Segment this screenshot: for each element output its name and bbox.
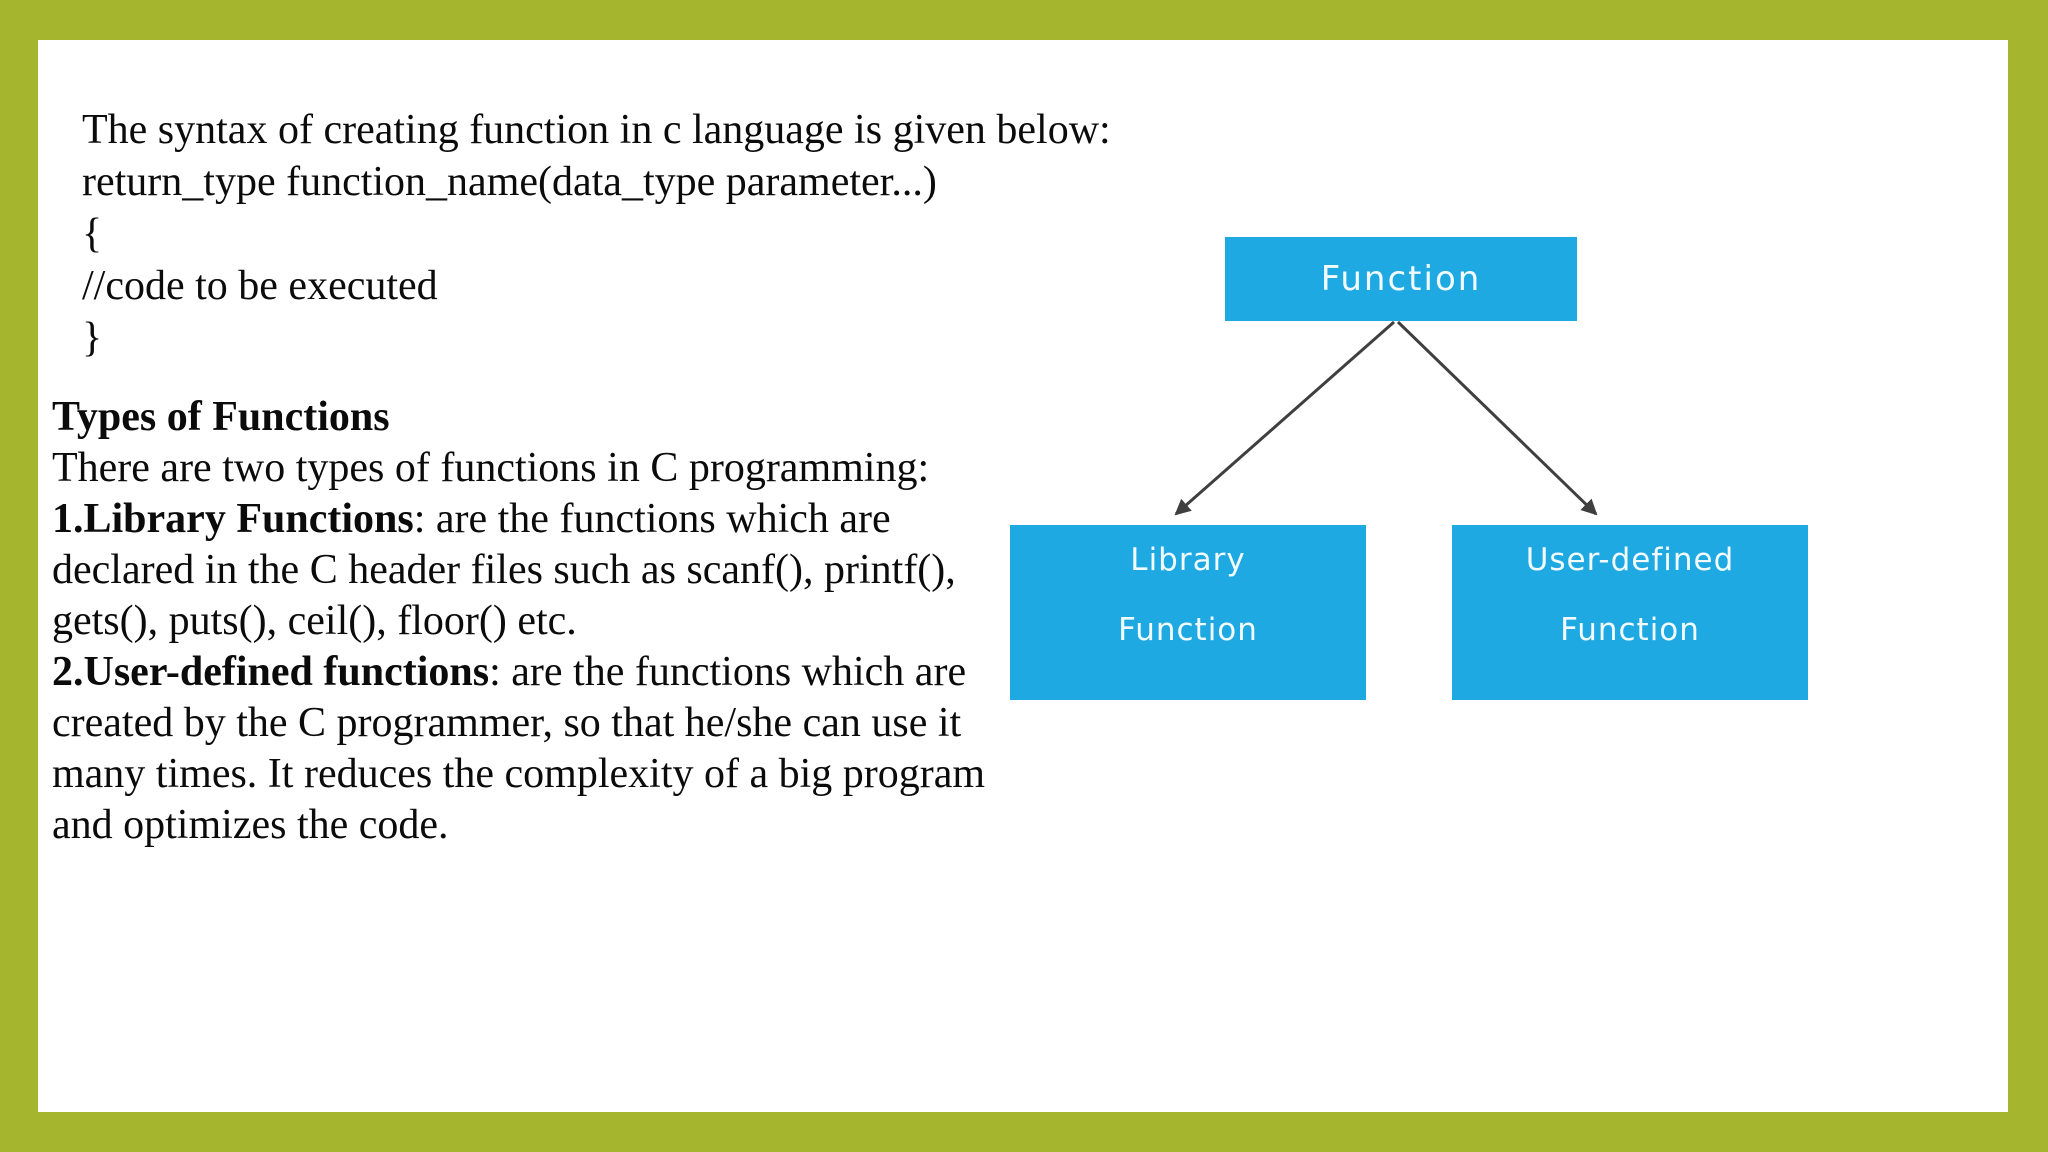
syntax-line: return_type function_name(data_type para… — [82, 159, 937, 205]
diagram-node-library-label-line2: Function — [1118, 612, 1258, 648]
diagram-node-user-defined-function: User-defined Function — [1452, 525, 1808, 700]
slide-content: The syntax of creating function in c lan… — [38, 40, 2008, 1112]
types-intro: There are two types of functions in C pr… — [52, 445, 930, 491]
user-defined-functions-line: and optimizes the code. — [52, 802, 449, 848]
diagram-node-user-defined-label-line1: User-defined — [1525, 542, 1735, 578]
diagram-node-function: Function — [1225, 237, 1577, 321]
user-defined-functions-line: many times. It reduces the complexity of… — [52, 751, 986, 797]
diagram-node-function-label: Function — [1320, 259, 1482, 299]
syntax-line: The syntax of creating function in c lan… — [82, 107, 1111, 153]
syntax-line: //code to be executed — [82, 263, 438, 309]
diagram-node-user-defined-label-line2: Function — [1560, 612, 1700, 648]
library-functions-line: declared in the C header files such as s… — [52, 547, 956, 593]
arrow-to-library-icon — [1174, 320, 1395, 516]
types-of-functions-block: Types of Functions There are two types o… — [52, 392, 985, 851]
diagram-node-library-function: Library Function — [1010, 525, 1366, 700]
library-functions-line: 1.Library Functions: are the functions w… — [52, 496, 891, 542]
syntax-line: } — [82, 315, 103, 361]
syntax-block: The syntax of creating function in c lan… — [82, 104, 1111, 364]
library-functions-line: gets(), puts(), ceil(), floor() etc. — [52, 598, 577, 644]
syntax-line: { — [82, 211, 103, 257]
types-heading: Types of Functions — [52, 394, 390, 440]
arrow-to-user-defined-icon — [1396, 320, 1598, 516]
user-defined-functions-line: 2.User-defined functions: are the functi… — [52, 649, 967, 695]
diagram-node-library-label-line1: Library — [1130, 542, 1246, 578]
user-defined-functions-line: created by the C programmer, so that he/… — [52, 700, 962, 746]
